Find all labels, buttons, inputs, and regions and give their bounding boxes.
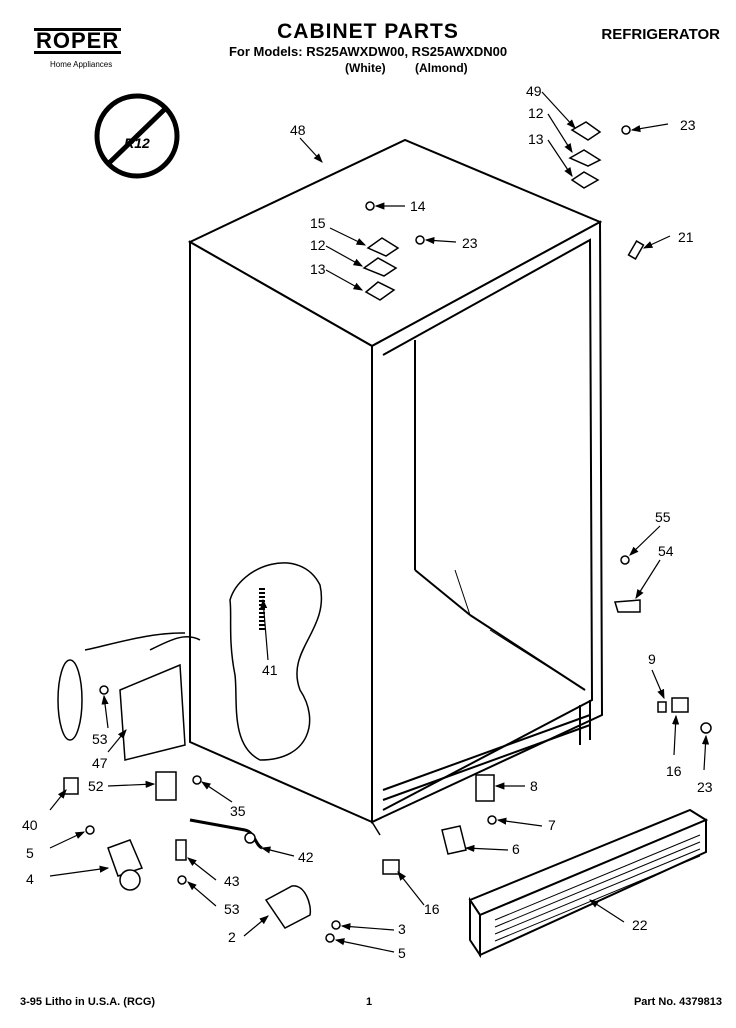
cabinet-cutaway: [229, 562, 323, 761]
callout-2: 2: [228, 929, 236, 945]
appliance-category: REFRIGERATOR: [601, 26, 720, 43]
callout-40: 40: [22, 817, 38, 833]
callout-13: 13: [528, 131, 544, 147]
callout-16: 16: [424, 901, 440, 917]
color-almond: (Almond): [415, 61, 468, 75]
callout-14: 14: [410, 198, 426, 214]
callout-41: 41: [262, 662, 278, 678]
compressor-bracket-parts: [57, 632, 202, 801]
callout-53: 53: [224, 901, 240, 917]
brand-subtitle: Home Appliances: [50, 60, 113, 69]
callout-23: 23: [680, 117, 696, 133]
callout-47: 47: [92, 755, 108, 771]
callout-5: 5: [26, 845, 34, 861]
callout-55: 55: [655, 509, 671, 525]
callout-12: 12: [310, 237, 326, 253]
right-side-parts: [475, 240, 712, 802]
callout-numbers: 48 49 12 13 23 14 15 12 23 13 21 55 54 9…: [22, 83, 713, 961]
callout-6: 6: [512, 841, 520, 857]
model-colors: (White) (Almond): [345, 61, 494, 75]
leader-lines: [49, 91, 710, 953]
callout-35: 35: [230, 803, 246, 819]
callout-23: 23: [462, 235, 478, 251]
callout-53: 53: [92, 731, 108, 747]
callout-48: 48: [290, 122, 306, 138]
callout-43: 43: [224, 873, 240, 889]
callout-49: 49: [526, 83, 542, 99]
callout-23: 23: [697, 779, 713, 795]
callout-16: 16: [666, 763, 682, 779]
callout-9: 9: [648, 651, 656, 667]
callout-7: 7: [548, 817, 556, 833]
upper-hinge-assembly: [362, 121, 631, 301]
callout-42: 42: [298, 849, 314, 865]
callout-15: 15: [310, 215, 326, 231]
color-white: (White): [345, 61, 386, 75]
cabinet-shell: [187, 138, 604, 824]
callout-21: 21: [678, 229, 694, 245]
footer-page-number: 1: [366, 996, 373, 1008]
base-grille: [468, 808, 709, 959]
callout-54: 54: [658, 543, 674, 559]
callout-8: 8: [530, 778, 538, 794]
callout-5: 5: [398, 945, 406, 961]
callout-4: 4: [26, 871, 34, 887]
brand-logo: ROPER: [34, 28, 122, 54]
callout-22: 22: [632, 917, 648, 933]
lower-parts: [85, 815, 497, 943]
callout-3: 3: [398, 921, 406, 937]
callout-13: 13: [310, 261, 326, 277]
callout-52: 52: [88, 778, 104, 794]
page-title: CABINET PARTS: [277, 20, 459, 43]
r12-badge: R12: [94, 93, 180, 179]
callout-12: 12: [528, 105, 544, 121]
model-numbers: For Models: RS25AWXDW00, RS25AWXDN00: [228, 44, 508, 59]
footer-part-number: Part No. 4379813: [633, 996, 722, 1008]
footer-litho: 3-95 Litho in U.S.A. (RCG): [20, 996, 156, 1008]
